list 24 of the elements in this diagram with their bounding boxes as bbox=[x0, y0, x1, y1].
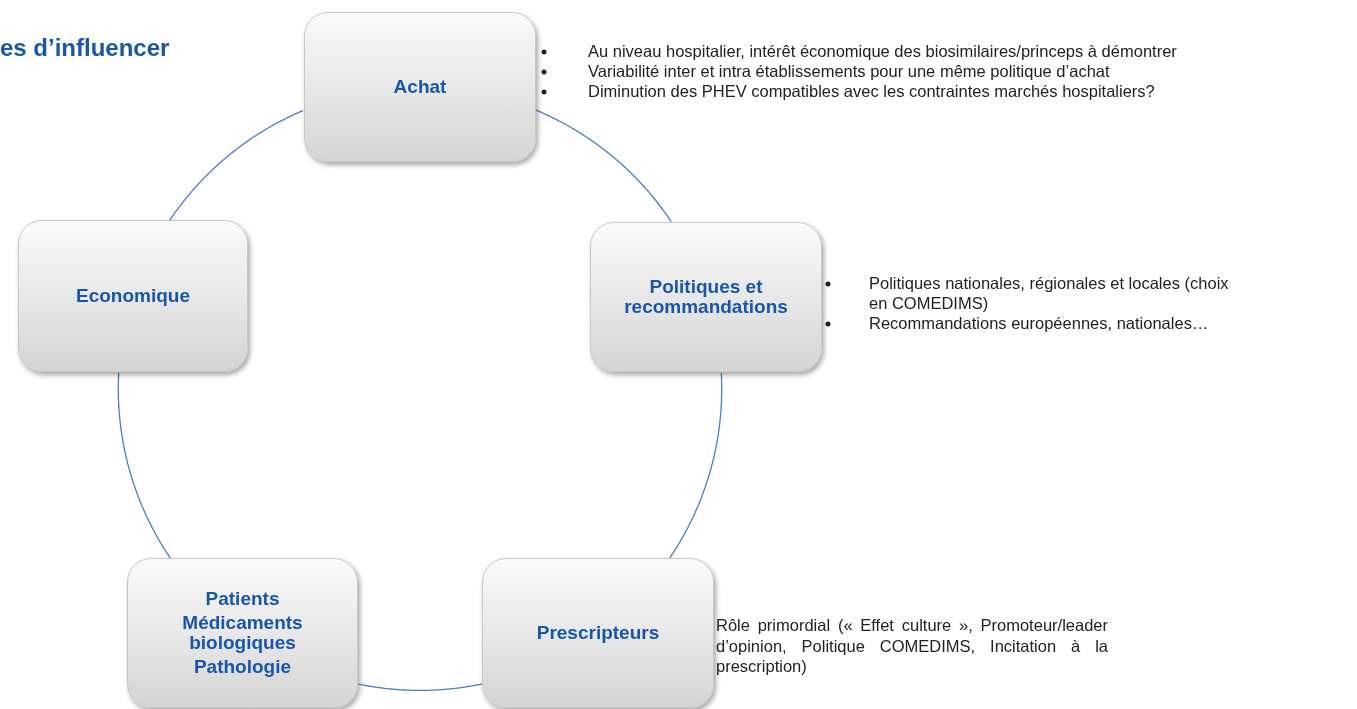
bullet-text: Politiques nationales, régionales et locales (choix en COMEDIMS) bbox=[869, 274, 1229, 312]
connector-arc bbox=[357, 683, 483, 692]
box-label: Pathologie bbox=[193, 656, 292, 677]
box-label: Médicaments biologiques bbox=[181, 613, 304, 653]
box-label: Achat bbox=[393, 77, 447, 97]
bullet-text: Recommandations européennes, nationales… bbox=[869, 313, 1209, 332]
box-label: Economique bbox=[76, 286, 190, 306]
connector-arc bbox=[535, 109, 672, 223]
box-label: Prescripteurs bbox=[536, 623, 660, 643]
connector-arc bbox=[669, 372, 723, 559]
bullet-text: Au niveau hospitalier, intérêt économique des biosimilaires/princeps à démontrer bbox=[588, 42, 1177, 60]
connector-arc bbox=[169, 109, 304, 221]
rounded-box bbox=[590, 222, 822, 372]
note-text: Rôle primordial (« Effet culture », Promoteur/leader d’opinion, Politique COMEDIMS, Incitation à la prescription) bbox=[716, 615, 1108, 677]
rounded-box bbox=[127, 558, 358, 708]
bullet-text: Variabilité inter et intra établissements pour une même politique d’achat bbox=[588, 61, 1110, 80]
bullet-text: Diminution des PHEV compatibles avec les contraintes marchés hospitaliers? bbox=[588, 81, 1155, 100]
box-label: Patients bbox=[205, 589, 280, 610]
title: es d’influencer bbox=[0, 34, 170, 62]
connector-arc bbox=[117, 372, 171, 559]
rounded-box bbox=[482, 558, 714, 708]
rounded-box bbox=[304, 12, 536, 162]
box-label: Politiques et recommandations bbox=[623, 277, 789, 317]
rounded-box bbox=[18, 220, 248, 372]
